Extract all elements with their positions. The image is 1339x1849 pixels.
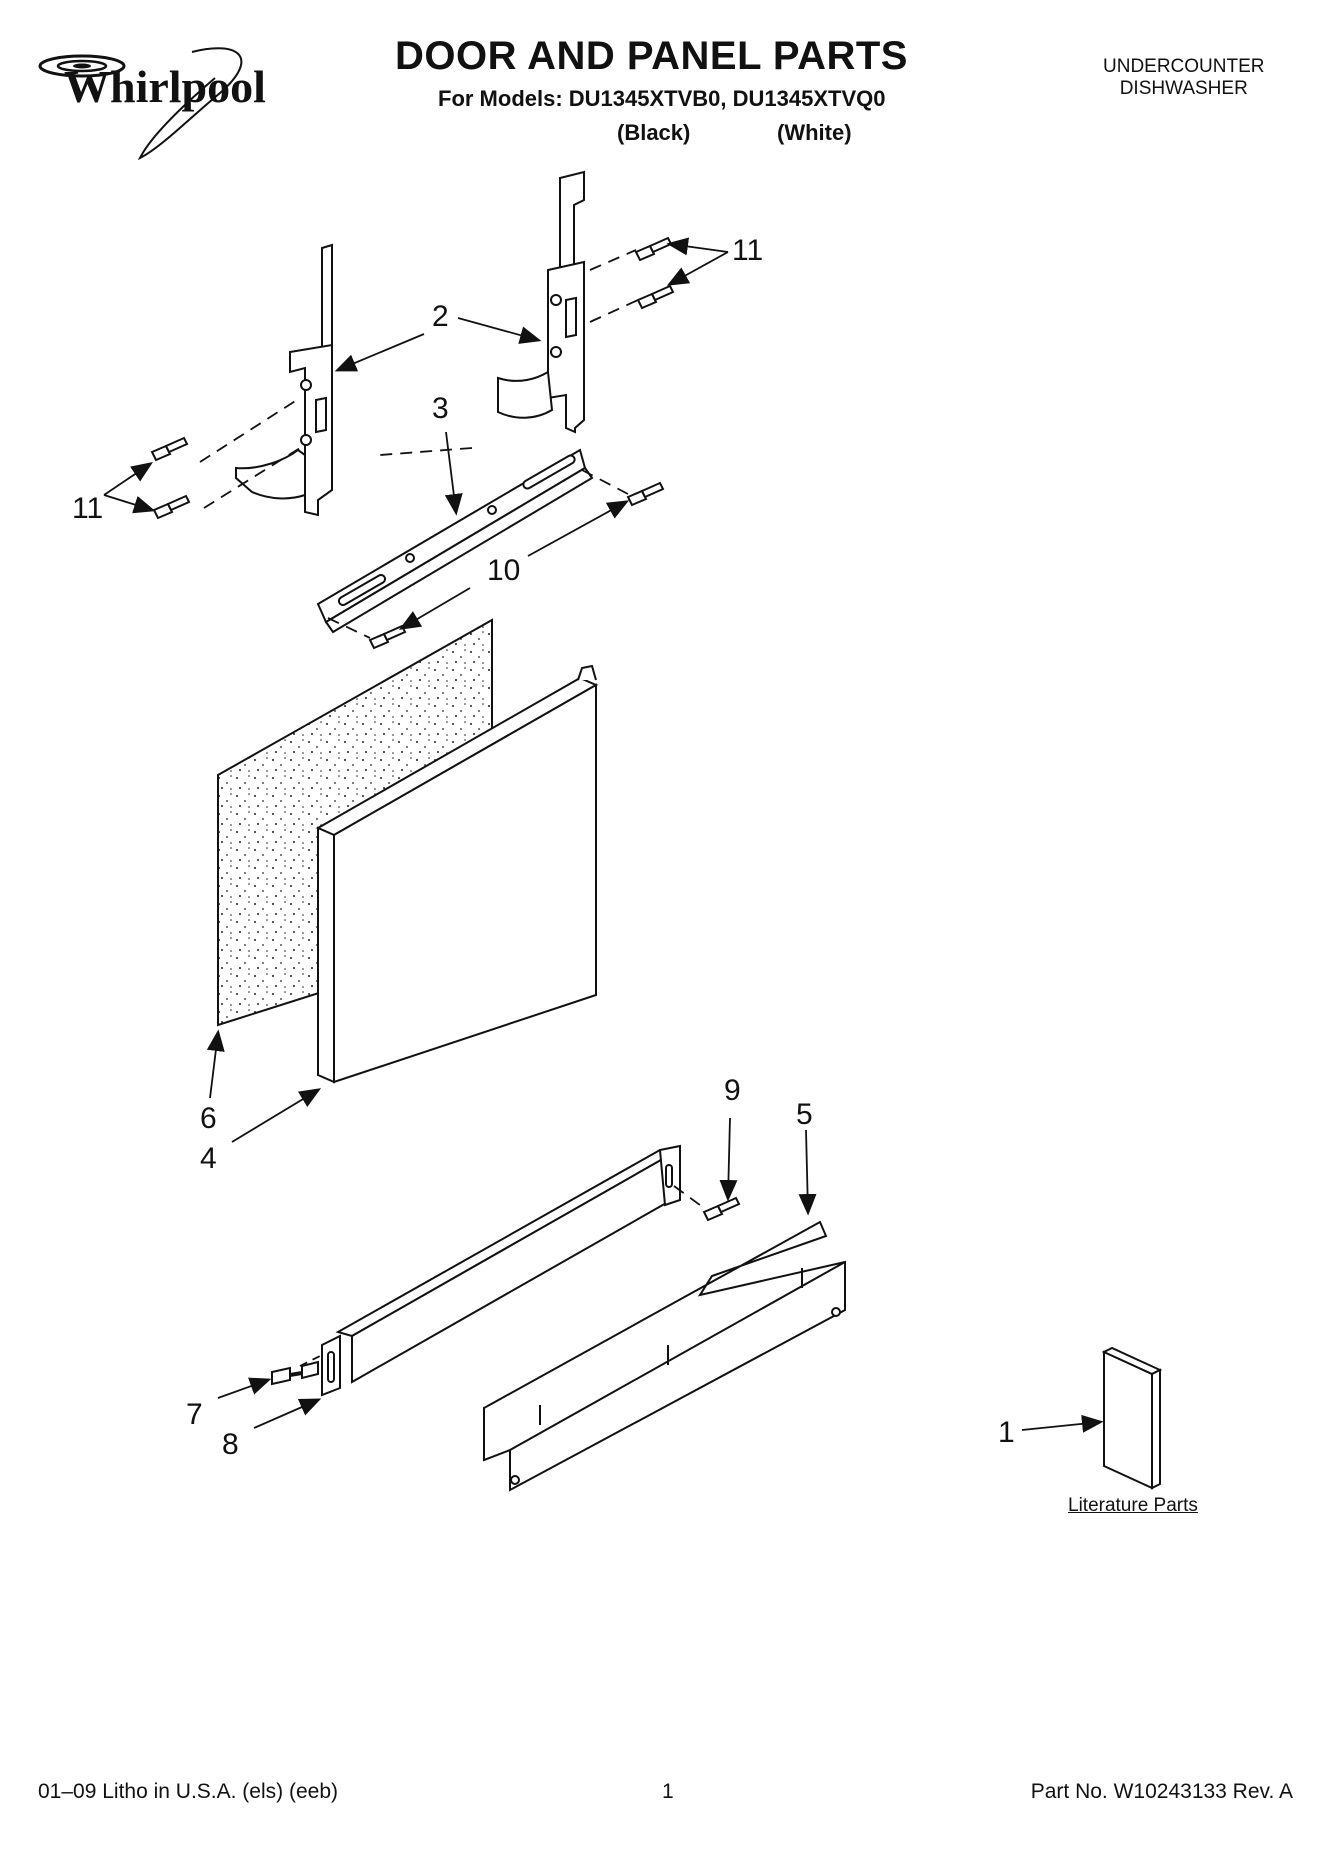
kick-plate <box>321 1144 681 1397</box>
callout-2: 2 <box>432 300 449 333</box>
screw-11-left-upper <box>150 436 189 462</box>
literature-parts-link[interactable]: Literature Parts <box>1068 1495 1198 1516</box>
callout-11-right: 11 <box>732 234 763 267</box>
part-number: Part No. W10243133 Rev. A <box>1030 1780 1293 1803</box>
clip-7 <box>271 1360 319 1386</box>
whirlpool-logo: Whirlpool <box>20 38 280 168</box>
svg-text:Whirlpool: Whirlpool <box>64 61 266 112</box>
screw-11-right-lower <box>636 284 675 310</box>
callout-3: 3 <box>432 392 449 425</box>
callout-10: 10 <box>487 554 520 587</box>
door-panel <box>315 664 599 1084</box>
screw-11-left-lower <box>152 494 191 520</box>
callout-4: 4 <box>200 1142 217 1175</box>
left-hinge-bracket <box>235 243 333 517</box>
footer-litho: 01–09 Litho in U.S.A. (els) (eeb) <box>38 1780 338 1803</box>
literature-booklet <box>1101 1346 1163 1490</box>
callout-9: 9 <box>724 1074 741 1107</box>
toe-panel <box>483 1220 846 1492</box>
screw-11-right-upper <box>634 236 673 262</box>
callout-8: 8 <box>222 1428 239 1461</box>
variant-black: (Black) <box>617 120 691 145</box>
right-hinge-bracket <box>497 170 585 434</box>
callout-1: 1 <box>998 1416 1015 1449</box>
category-line-1: UNDERCOUNTER <box>1103 56 1265 77</box>
page-title: DOOR AND PANEL PARTS <box>395 34 908 78</box>
product-category: UNDERCOUNTER DISHWASHER <box>1103 56 1265 100</box>
screw-10-upper <box>626 481 665 507</box>
callout-7: 7 <box>186 1398 203 1431</box>
callout-11-left: 11 <box>72 492 103 525</box>
door-cross-brace <box>316 448 594 634</box>
variant-white: (White) <box>777 120 852 145</box>
screw-9 <box>702 1196 741 1222</box>
callout-6: 6 <box>200 1102 217 1135</box>
model-numbers: For Models: DU1345XTVB0, DU1345XTVQ0 <box>438 86 886 111</box>
category-line-2: DISHWASHER <box>1119 78 1248 99</box>
callout-5: 5 <box>796 1098 813 1131</box>
screw-10-lower <box>368 624 407 650</box>
page-number: 1 <box>662 1780 674 1803</box>
